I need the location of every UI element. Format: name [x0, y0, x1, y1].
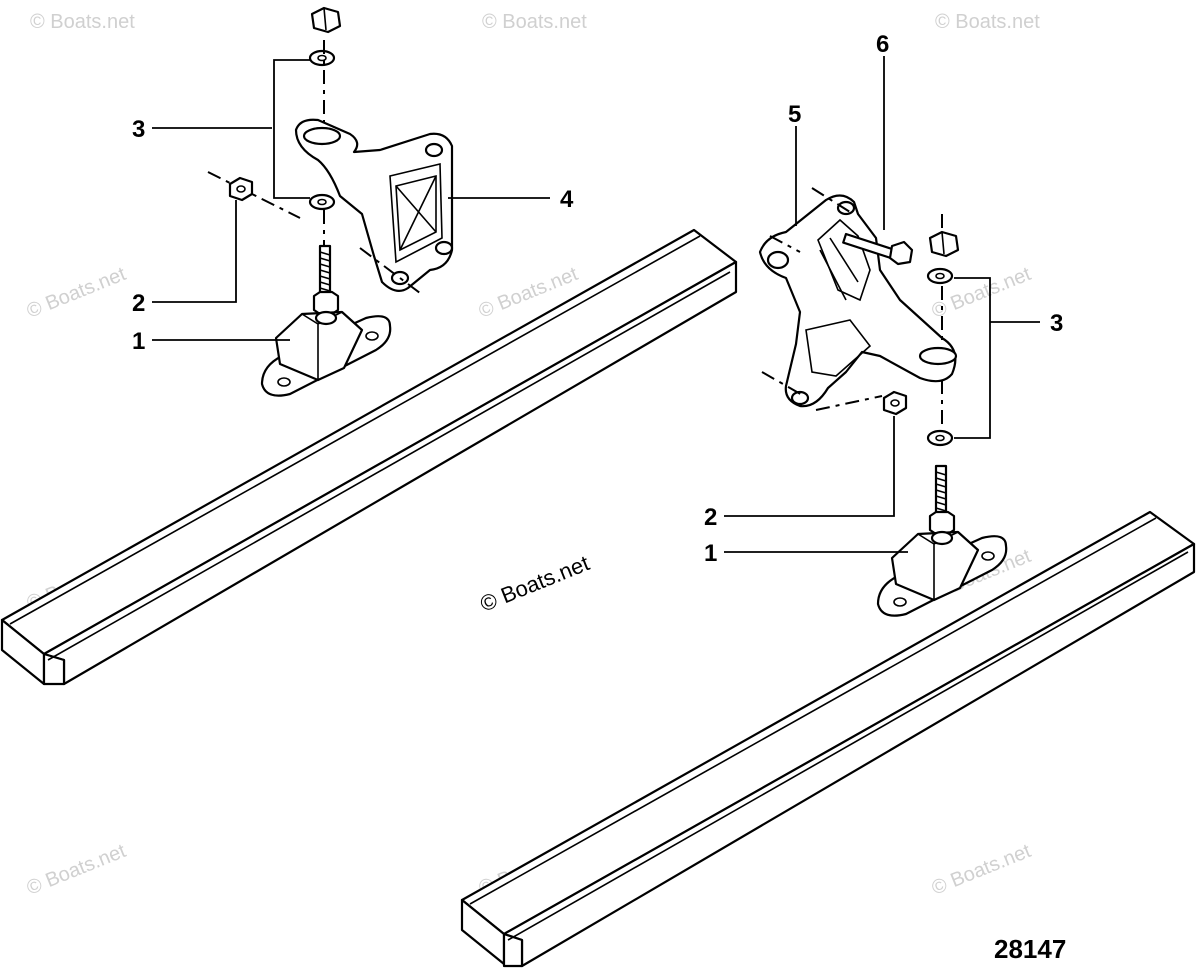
watermark-top-left: © Boats.net [30, 11, 135, 33]
left-engine-mount-assembly [207, 6, 454, 397]
right-lower-washer [926, 429, 954, 447]
right-rubber-mount [876, 530, 1008, 617]
left-mounting-bracket [294, 118, 454, 293]
watermark-top-center: © Boats.net [482, 11, 587, 33]
left-callout-labels: 3 2 1 4 [132, 116, 574, 355]
watermark-center: © Boats.net [477, 550, 593, 616]
left-stud [312, 244, 340, 316]
callout-right-3: 3 [1050, 310, 1063, 337]
right-channel-rail [460, 510, 1196, 968]
right-top-washer [926, 267, 954, 285]
right-side-nut [882, 390, 908, 416]
left-channel-rail [0, 228, 738, 686]
right-callout-labels: 5 6 3 2 1 [704, 31, 1063, 567]
right-leader-lines [724, 56, 1040, 553]
left-rubber-mount [260, 310, 392, 397]
left-top-nut [310, 6, 342, 34]
right-bolt [842, 232, 914, 266]
callout-left-2: 2 [132, 290, 145, 317]
callout-right-5: 5 [788, 101, 801, 128]
left-lower-washer [308, 193, 336, 211]
callout-left-3: 3 [132, 116, 145, 143]
watermark-mid-left: © Boats.net [24, 263, 130, 323]
watermark-top-right: © Boats.net [935, 11, 1040, 33]
watermark-bottom-right: © Boats.net [929, 840, 1035, 900]
diagram-reference-number: 28147 [994, 934, 1066, 964]
callout-left-4: 4 [560, 186, 574, 213]
callout-left-1: 1 [132, 328, 145, 355]
left-top-washer [308, 49, 336, 67]
watermark-bottom-left: © Boats.net [24, 840, 130, 900]
right-mounting-bracket [758, 194, 958, 408]
callout-right-6: 6 [876, 31, 889, 58]
right-top-nut [928, 230, 960, 258]
callout-right-2: 2 [704, 504, 717, 531]
left-leader-lines [152, 59, 550, 341]
callout-right-1: 1 [704, 540, 717, 567]
right-stud [928, 464, 956, 536]
watermarks: © Boats.net © Boats.net © Boats.net © Bo… [24, 11, 1041, 900]
right-engine-mount-assembly [758, 187, 1008, 617]
left-side-nut [228, 176, 254, 202]
